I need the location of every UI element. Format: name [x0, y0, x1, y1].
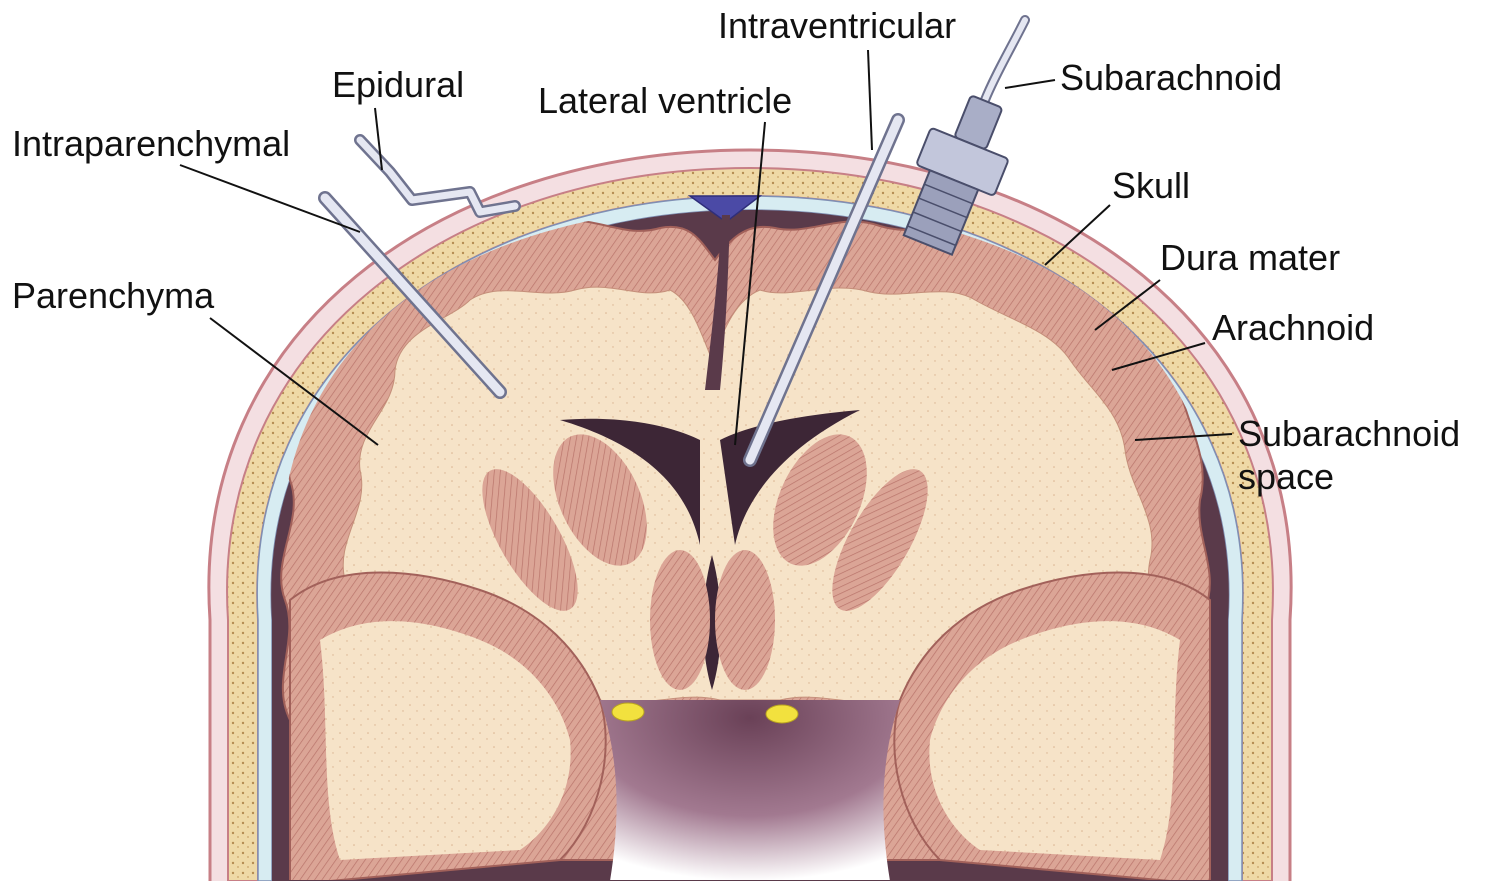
- leader-subarachnoid: [1004, 79, 1056, 89]
- subarachnoid-bolt: [902, 95, 1009, 256]
- right-putamen: [832, 469, 928, 611]
- third-ventricle: [703, 555, 721, 690]
- sagittal-sinus: [687, 195, 763, 223]
- label-subarachnoid-space-line2: space: [1238, 456, 1334, 497]
- left-putamen: [482, 469, 578, 611]
- leader-epidural: [374, 107, 383, 171]
- left-lateral-ventricle: [560, 418, 700, 545]
- left-thalamus: [650, 550, 710, 690]
- label-intraventricular: Intraventricular: [718, 5, 956, 46]
- right-thalamus: [715, 550, 775, 690]
- leader-lateral-ventricle: [734, 121, 766, 446]
- label-skull: Skull: [1112, 165, 1190, 206]
- label-subarachnoid-space-line1: Subarachnoid: [1238, 413, 1460, 454]
- longitudinal-fissure: [705, 215, 730, 390]
- label-lateral-ventricle: Lateral ventricle: [538, 80, 792, 121]
- leader-arachnoid: [1111, 342, 1206, 371]
- leader-parenchyma: [209, 317, 379, 446]
- right-temporal-white: [929, 621, 1180, 860]
- left-temporal-white: [320, 621, 571, 860]
- label-arachnoid: Arachnoid: [1212, 307, 1374, 348]
- leader-intraparenchymal: [179, 164, 361, 233]
- right-yellow-body: [765, 704, 799, 724]
- leader-dura-mater: [1094, 279, 1161, 331]
- leader-skull: [1044, 204, 1111, 266]
- label-parenchyma: Parenchyma: [12, 275, 215, 316]
- label-intraparenchymal: Intraparenchymal: [12, 123, 290, 164]
- left-yellow-body: [611, 702, 645, 722]
- basal-cistern: [600, 700, 900, 880]
- label-subarachnoid: Subarachnoid: [1060, 57, 1282, 98]
- left-basal-ganglia: [553, 434, 647, 566]
- right-basal-ganglia: [773, 434, 867, 566]
- leader-subarachnoid-space: [1134, 433, 1233, 441]
- leader-intraventricular: [867, 49, 873, 151]
- label-dura-mater: Dura mater: [1160, 237, 1340, 278]
- label-epidural: Epidural: [332, 64, 464, 105]
